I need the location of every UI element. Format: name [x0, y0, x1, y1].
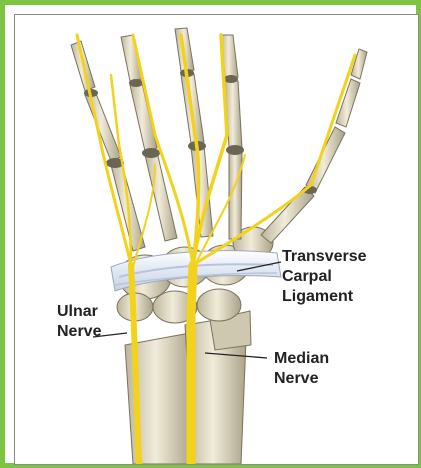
label-line: Nerve	[274, 369, 329, 389]
label-line: Nerve	[57, 322, 101, 342]
label-line: Ulnar	[57, 302, 101, 322]
illustration-panel: Transverse Carpal Ligament Ulnar Nerve M…	[14, 14, 419, 465]
ulnar-nerve-label: Ulnar Nerve	[57, 302, 101, 342]
label-line: Median	[274, 349, 329, 369]
wrist-anatomy-illustration	[15, 15, 418, 464]
label-line: Ligament	[282, 287, 367, 307]
transverse-carpal-ligament-label: Transverse Carpal Ligament	[282, 247, 367, 307]
median-nerve-label: Median Nerve	[274, 349, 329, 389]
label-line: Carpal	[282, 267, 367, 287]
label-line: Transverse	[282, 247, 367, 267]
